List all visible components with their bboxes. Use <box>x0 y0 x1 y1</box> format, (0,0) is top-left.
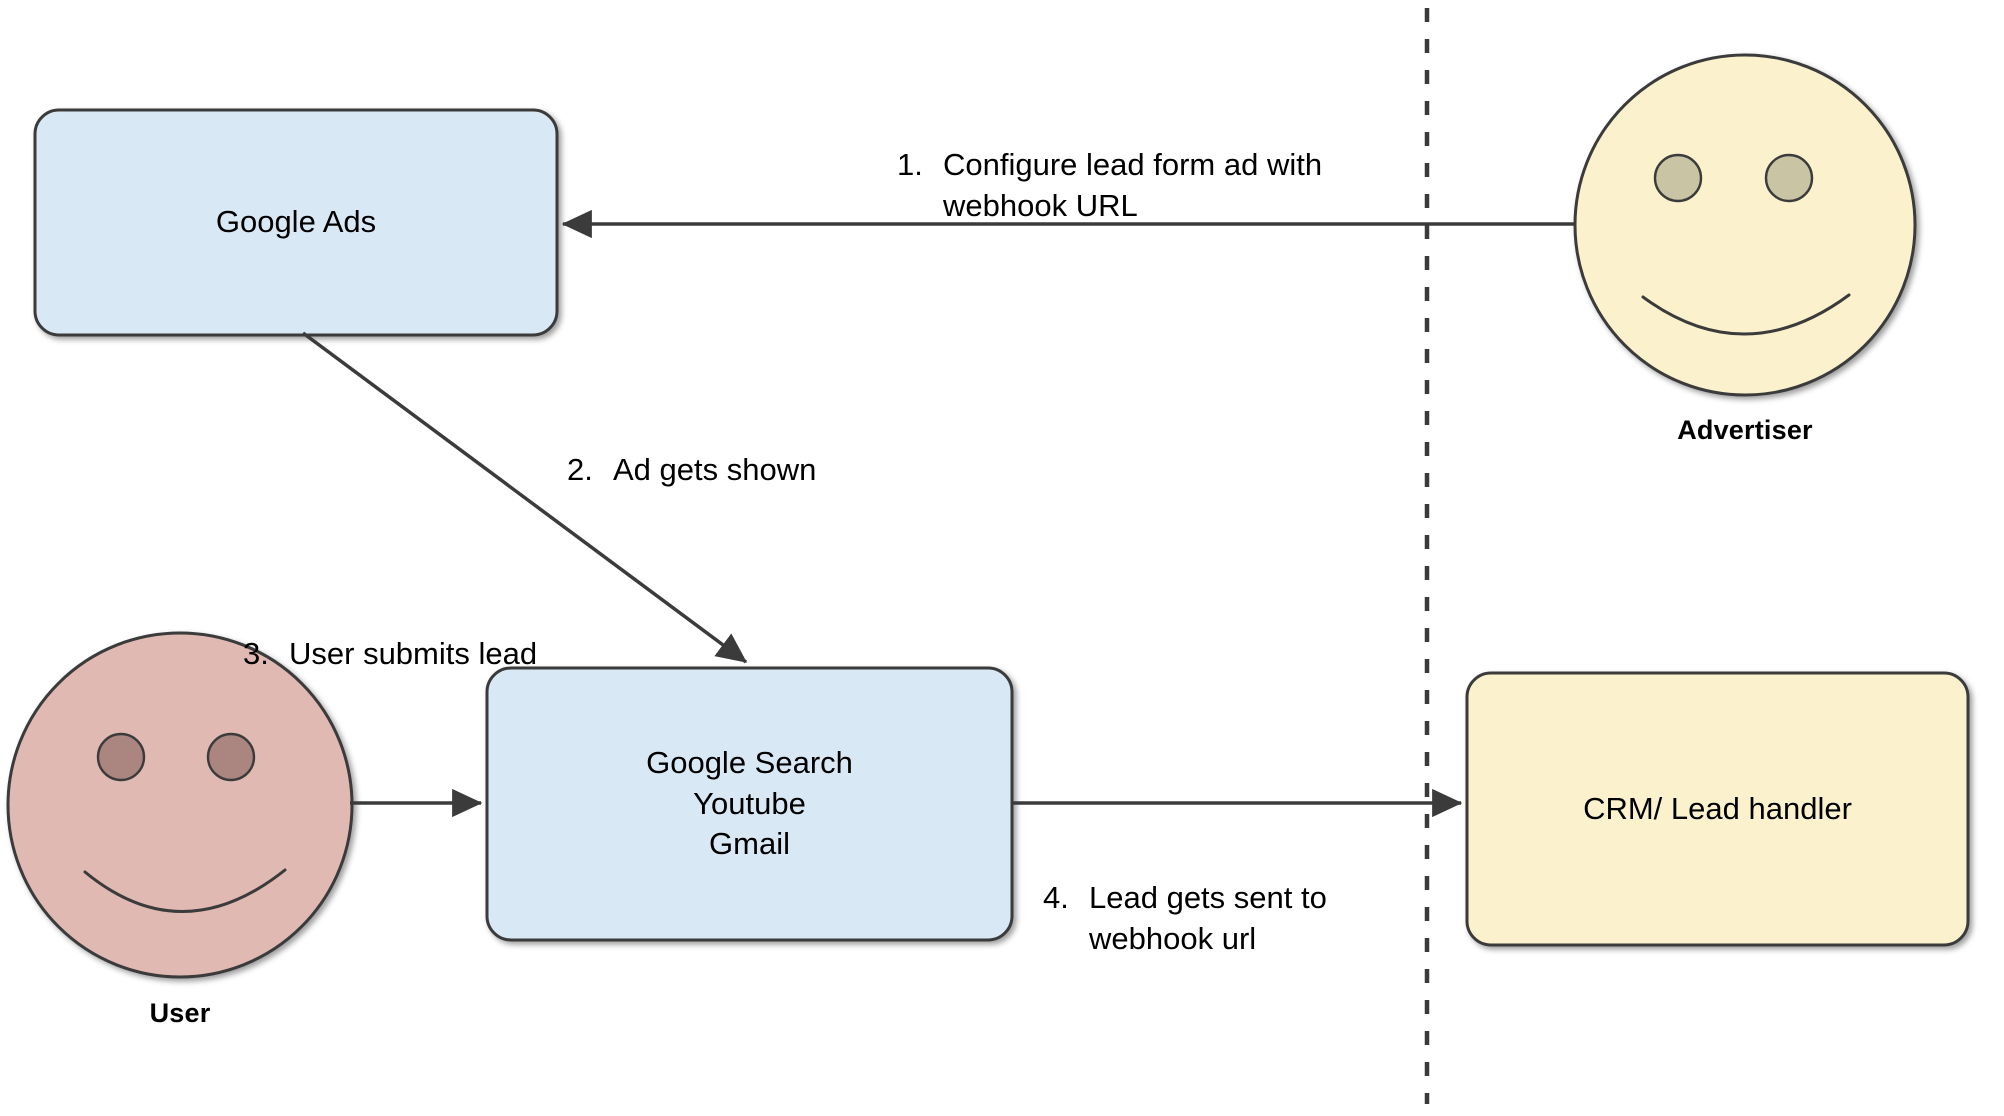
edge-label-step-2-number: 2. <box>567 452 593 488</box>
edge-label-step-1-text: Configure lead form ad with webhook URL <box>943 147 1323 223</box>
edge-label-step-3-number: 3. <box>243 636 269 672</box>
node-user[interactable] <box>6 631 354 979</box>
edge-label-step-3-text: User submits lead <box>289 636 538 672</box>
advertiser-left-eye-icon <box>1653 153 1703 203</box>
node-google-ads[interactable] <box>33 108 559 337</box>
edge-label-step-4-number: 4. <box>1043 880 1069 916</box>
node-google-properties[interactable] <box>485 666 1014 942</box>
user-face-circle <box>6 631 354 979</box>
edge-label-step-1: 1. Configure lead form ad with webhook UR… <box>897 105 1417 226</box>
edge-label-step-2-text: Ad gets shown <box>613 452 817 488</box>
edge-label-step-2: 2. Ad gets shown <box>567 410 987 491</box>
user-left-eye-icon <box>96 732 146 782</box>
edge-google-ads-to-google-properties <box>301 331 748 664</box>
node-advertiser[interactable] <box>1573 53 1917 397</box>
edge-label-step-4-text: Lead gets sent to webhook url <box>1089 880 1327 956</box>
user-smile-icon <box>83 868 287 913</box>
user-right-eye-icon <box>206 732 256 782</box>
node-crm-lead-handler[interactable] <box>1465 671 1970 947</box>
actor-name-user: User <box>149 998 211 1028</box>
advertiser-smile-icon <box>1641 293 1851 336</box>
edge-label-step-1-number: 1. <box>897 147 923 183</box>
edge-label-step-4: 4. Lead gets sent to webhook url <box>1043 838 1443 959</box>
actor-name-advertiser: Advertiser <box>1677 415 1813 445</box>
advertiser-face-circle <box>1573 53 1917 397</box>
advertiser-right-eye-icon <box>1764 153 1814 203</box>
edge-label-step-3: 3. User submits lead <box>243 594 663 675</box>
